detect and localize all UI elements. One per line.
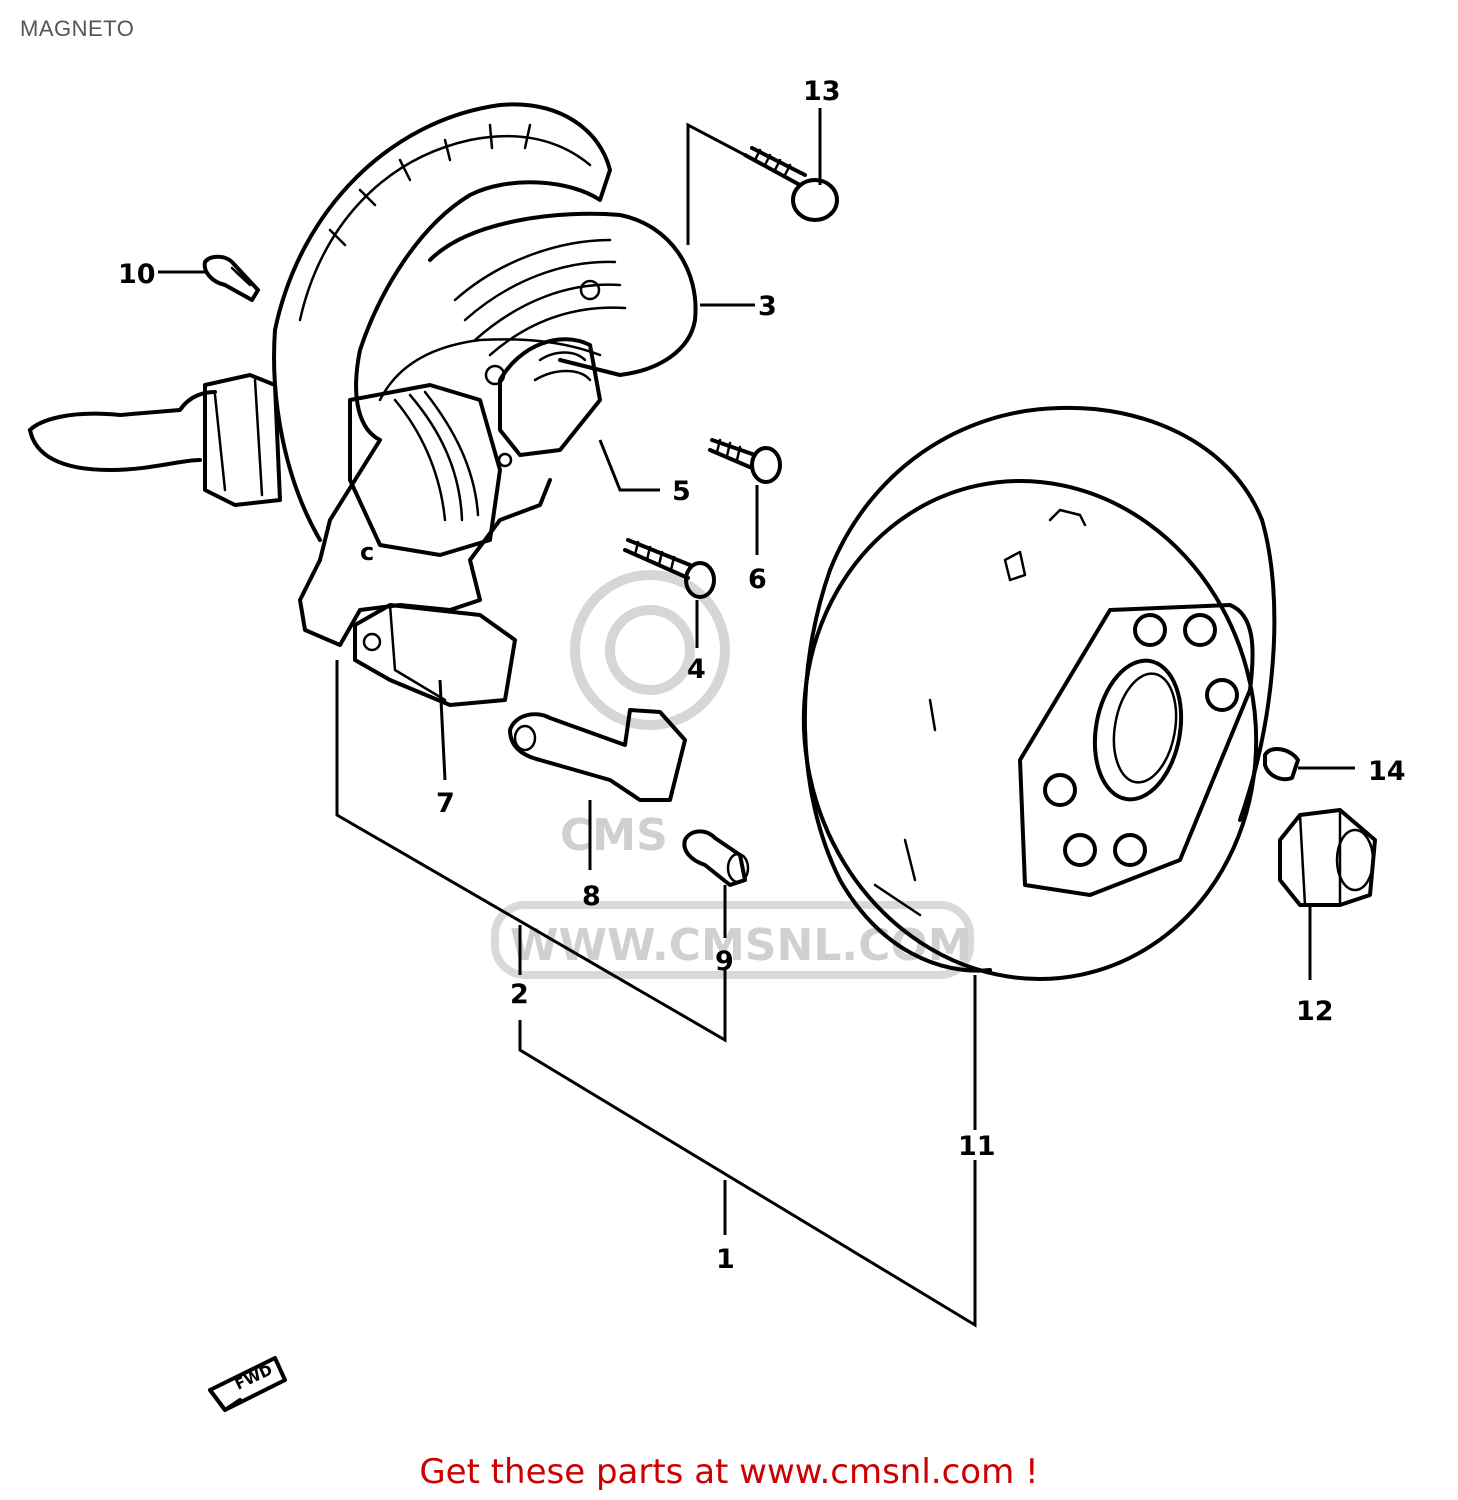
leader-lines [158,108,1355,1328]
part-labels: 13 10 3 5 6 4 7 8 9 2 14 12 11 1 [118,76,1406,1275]
part-label-6: 6 [748,564,767,595]
part-label-2: 2 [510,979,529,1010]
part-label-9: 9 [715,946,734,977]
part-label-11: 11 [958,1131,996,1162]
part-label-10: 10 [118,259,156,290]
part-label-13: 13 [803,76,841,107]
part-label-12: 12 [1296,996,1334,1027]
woodruff-key-14 [1263,747,1300,782]
page-title: MAGNETO [20,16,135,41]
watermark-brand: CMS [560,810,668,861]
footer-link[interactable]: Get these parts at www.cmsnl.com ! [419,1452,1039,1492]
footer-link-row: Get these parts at www.cmsnl.com ! [0,1452,1458,1492]
screw-4 [623,538,716,599]
screw-9 [682,829,750,887]
part-label-4: 4 [687,654,706,685]
bracket-part-8 [508,708,687,802]
screw-6 [708,438,782,484]
part-label-5: 5 [672,476,691,507]
part-label-1: 1 [716,1244,735,1275]
nut-12 [1278,808,1377,907]
part-label-3: 3 [758,291,777,322]
flywheel-rotor [801,405,1277,981]
magneto-diagram: CMS WWW.CMSNL.COM c [28,76,1406,1412]
fwd-arrow: FWD [208,1356,287,1412]
screw-13 [743,146,839,222]
part-label-7: 7 [436,788,455,819]
watermark-url: WWW.CMSNL.COM [510,920,972,971]
screw-10 [202,254,260,302]
svg-text:c: c [360,538,374,566]
stator-assembly: c [28,102,698,707]
part-label-14: 14 [1368,756,1406,787]
part-label-8: 8 [582,881,601,912]
watermark: CMS WWW.CMSNL.COM [491,570,974,979]
